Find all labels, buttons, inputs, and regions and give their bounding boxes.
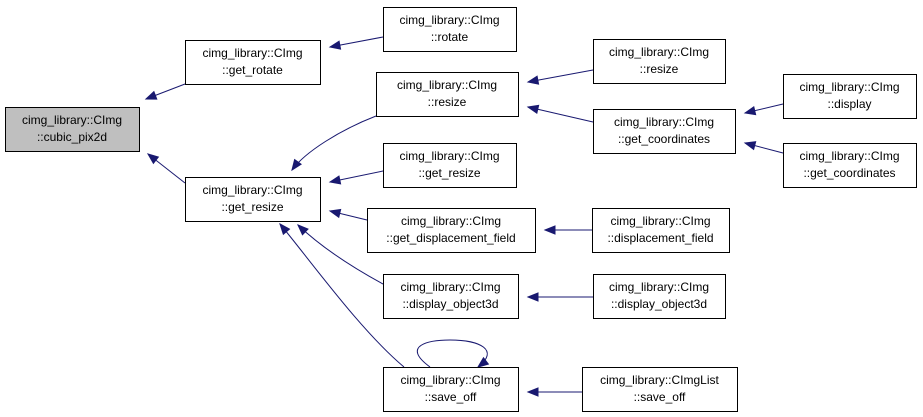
node-box — [383, 274, 519, 319]
node-label-line: ::get_rotate — [222, 63, 283, 77]
node-gres[interactable]: cimg_library::CImg::get_resize — [185, 177, 321, 222]
node-grot[interactable]: cimg_library::CImg::get_rotate — [185, 40, 321, 85]
arrow-head-icon — [526, 292, 539, 302]
node-label-line: cimg_library::CImg — [614, 115, 714, 129]
node-box — [593, 274, 726, 319]
node-label-line: cimg_library::CImg — [799, 80, 899, 94]
node-res2[interactable]: cimg_library::CImg::resize — [593, 39, 726, 84]
node-res1[interactable]: cimg_library::CImg::resize — [376, 72, 519, 117]
node-box — [185, 40, 321, 85]
node-box — [5, 107, 140, 152]
node-so[interactable]: cimg_library::CImg::save_off — [383, 367, 519, 412]
node-label-line: cimg_library::CImg — [202, 46, 302, 60]
arrow-head-icon — [476, 356, 490, 368]
node-box — [185, 177, 321, 222]
node-disp[interactable]: cimg_library::CImg::display — [783, 74, 917, 119]
arrow-head-icon — [328, 40, 342, 50]
node-label-line: cimg_library::CImg — [202, 183, 302, 197]
node-box — [592, 208, 730, 253]
node-label-line: cimg_library::CImg — [399, 149, 499, 163]
node-gdf[interactable]: cimg_library::CImg::get_displacement_fie… — [367, 208, 536, 253]
node-label-line: ::get_resize — [221, 200, 283, 214]
arrow-head-icon — [328, 175, 342, 185]
arrow-head-icon — [146, 153, 160, 165]
node-label-line: cimg_library::CImg — [400, 373, 500, 387]
node-rot[interactable]: cimg_library::CImg::rotate — [383, 7, 517, 52]
node-label-line: ::get_resize — [418, 166, 480, 180]
node-box — [383, 7, 517, 52]
node-root[interactable]: cimg_library::CImg::cubic_pix2d — [5, 107, 140, 152]
node-gco1[interactable]: cimg_library::CImg::get_coordinates — [593, 109, 736, 154]
node-label-line: cimg_library::CImgList — [600, 373, 719, 387]
node-label-line: ::displacement_field — [607, 231, 713, 245]
node-box — [383, 367, 519, 412]
node-label-line: cimg_library::CImg — [610, 214, 710, 228]
node-label-line: cimg_library::CImg — [22, 113, 122, 127]
node-do3[interactable]: cimg_library::CImg::display_object3d — [383, 274, 519, 319]
node-label-line: ::display_object3d — [611, 297, 707, 311]
node-box — [582, 367, 738, 412]
edge-so-so — [416, 339, 488, 368]
node-gco2[interactable]: cimg_library::CImg::get_coordinates — [783, 143, 917, 188]
edge-gco1-res1 — [527, 106, 594, 123]
node-box — [783, 143, 917, 188]
node-box — [383, 143, 517, 188]
edge-res1-gres — [291, 115, 377, 171]
arrow-head-icon — [743, 105, 757, 116]
arrow-head-icon — [526, 75, 540, 85]
node-label-line: cimg_library::CImg — [401, 214, 501, 228]
node-label-line: ::get_coordinates — [618, 132, 710, 146]
node-box — [376, 72, 519, 117]
node-label-line: cimg_library::CImg — [609, 280, 709, 294]
node-box — [783, 74, 917, 119]
arrow-head-icon — [328, 208, 342, 219]
arrow-head-icon — [291, 158, 302, 172]
node-box — [367, 208, 536, 253]
node-label-line: ::display — [827, 97, 871, 111]
node-label-line: ::get_coordinates — [803, 166, 895, 180]
arrow-head-icon — [144, 90, 158, 100]
node-box — [593, 39, 726, 84]
arrow-head-icon — [526, 104, 540, 114]
node-label-line: cimg_library::CImg — [799, 149, 899, 163]
node-label-line: ::resize — [428, 95, 467, 109]
node-lso[interactable]: cimg_library::CImgList::save_off — [582, 367, 738, 412]
arrow-head-icon — [743, 141, 757, 151]
nodes-layer: cimg_library::CImg::cubic_pix2dcimg_libr… — [5, 7, 917, 412]
node-df[interactable]: cimg_library::CImg::displacement_field — [592, 208, 730, 253]
node-label-line: cimg_library::CImg — [397, 78, 497, 92]
node-label-line: cimg_library::CImg — [400, 280, 500, 294]
edge-so-gres — [279, 223, 405, 368]
arrow-head-icon — [543, 225, 556, 235]
arrow-head-icon — [526, 387, 539, 397]
node-gres2[interactable]: cimg_library::CImg::get_resize — [383, 143, 517, 188]
node-label-line: ::get_displacement_field — [386, 231, 515, 245]
node-label-line: cimg_library::CImg — [609, 45, 709, 59]
arrow-head-icon — [279, 222, 291, 236]
node-label-line: ::display_object3d — [402, 297, 498, 311]
node-label-line: ::save_off — [634, 390, 686, 404]
edges-layer — [144, 36, 784, 397]
node-do3b[interactable]: cimg_library::CImg::display_object3d — [593, 274, 726, 319]
edge-res2-res1 — [527, 69, 594, 83]
arrow-head-icon — [297, 224, 309, 236]
node-label-line: ::resize — [640, 62, 679, 76]
node-box — [593, 109, 736, 154]
node-label-line: ::cubic_pix2d — [37, 130, 107, 144]
node-label-line: ::save_off — [425, 390, 477, 404]
node-label-line: cimg_library::CImg — [399, 13, 499, 27]
node-label-line: ::rotate — [431, 30, 469, 44]
